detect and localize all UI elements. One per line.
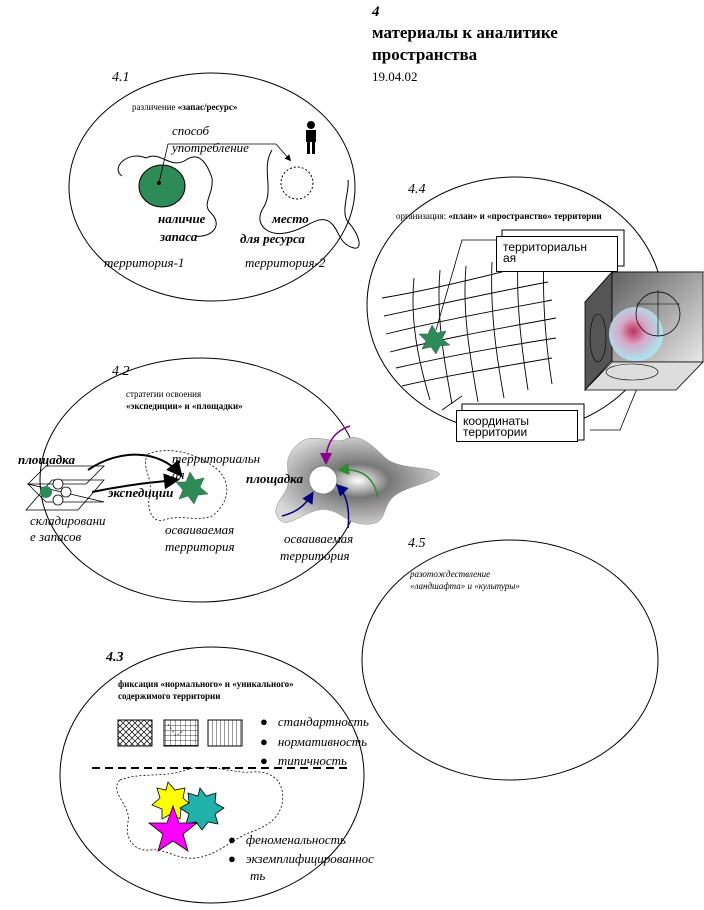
label-expedition: экспедиции [108,485,174,500]
section-4-1-title-plain: различение [132,102,176,112]
connector-bottom [441,395,463,411]
territorial-box-line1: территориальн [503,240,588,254]
label-usage-2: употребление [172,140,249,155]
label-territory2: территория-2 [245,255,326,270]
platform-white-circle [308,465,338,495]
connector-top [435,239,498,331]
territorial-star-4-2 [175,471,209,505]
circle-4-1 [68,72,356,302]
circle-4-5 [361,539,659,781]
bullet-typical-text: типичность [277,753,347,768]
arrow-navy-1 [281,491,314,517]
section-4-2 [25,357,441,603]
label-usage-1: способ [172,123,210,138]
section-4-1-number: 4.1 [112,70,130,85]
section-4-3-title-line2: содержимого территории [118,691,221,701]
label-storage-1: складировани [30,513,106,528]
unique-territory-dotted [116,766,284,859]
developed-territory-dotted [145,450,228,522]
space-cube [584,270,704,392]
bullet-normative: ●нормативность [260,734,368,749]
bullet-standard: ●стандартность [260,714,369,729]
section-4-4-number: 4.4 [408,182,426,197]
label-place-2: для ресурса [240,231,305,246]
territory2-boundary [259,149,360,249]
section-4-5-title-line2: «ландшафта» и «культуры» [410,581,520,591]
section-4-1-title: различение «запас/ресурс» [132,102,238,113]
star-magenta [147,804,199,852]
section-4-1-title-bold: «запас/ресурс» [177,102,238,112]
bullet-phenomenal-text: феноменальность [245,832,346,847]
label-developed-left-1: осваиваемая [165,522,235,537]
bullet-normative-text: нормативность [277,734,368,749]
label-stock-2: запаса [160,229,198,244]
person-icon [306,121,316,154]
resource-place-dotted [280,166,314,200]
label-stock-1: наличие [158,211,206,226]
label-territory1: территория-1 [104,255,185,270]
section-4-3-title-line1: фиксация «нормального» и «уникального» [118,679,294,689]
section-4-4-title: организация: «план» и «пространство» тер… [396,211,602,222]
expedition-arrow-2 [91,473,180,493]
section-4-5-number: 4.5 [408,536,426,551]
arrow-green [337,463,379,499]
territory1-boundary [117,155,217,237]
label-developed-right-2: территория [280,548,350,563]
section-4-4-title-plain: организация: [396,211,447,221]
section-4-2-title-line1: стратегии освоения [126,389,202,399]
expedition-arrow-1 [87,453,183,478]
pattern-grid [163,719,199,747]
page-title-line2: пространства [372,45,478,64]
page-title-line1: материалы к аналитике [372,23,558,42]
coordinate-grid [381,255,557,405]
pattern-lines [207,719,243,747]
bullet-exemplified-text: экземплифицированнос [245,851,374,866]
bullet-exemplified: ●экземплифицированнос [228,851,374,866]
page-number: 4 [372,4,380,20]
label-territorial-4-2: территориальн [172,451,261,466]
label-storage-2: е запасов [30,529,82,544]
territorial-star-4-4 [418,324,451,355]
circle-4-3 [59,646,365,904]
section-4-1 [68,72,360,302]
section-4-3 [59,646,365,904]
label-developed-left-2: территория [165,539,235,554]
territorial-box: территориальн ая [496,236,618,272]
coordinates-box: координаты территории [456,410,578,442]
bullet-standard-text: стандартность [277,714,369,729]
arrow-purple [320,425,351,465]
section-4-4-title-bold: «план» и «пространство» территории [448,211,602,221]
usage-connector [158,143,292,184]
bullet-typical: ●типичность [260,753,347,768]
section-4-2-title-line2: «экспедиции» и «площадки» [126,401,243,411]
section-4-5-title-line1: разотождествление [410,569,491,579]
page-date: 19.04.02 [372,69,418,84]
developed-territory-blob [275,437,441,525]
label-place-1: место [272,211,309,226]
label-platform-right: площадка [246,471,303,486]
star-teal [179,787,225,831]
territorial-box-line2: ая [503,251,517,265]
coordinates-box-line1: координаты [463,414,529,428]
stock-resource-ellipse [138,164,186,208]
section-4-3-number: 4.3 [106,650,124,665]
bullet-exemplified-cont: ть [250,868,265,884]
label-platform-left: площадка [18,452,75,467]
bullet-exemplified-cont-text: ть [250,868,266,883]
arrow-navy-2 [335,483,350,529]
pattern-crosshatch [117,719,153,747]
coordinates-box-line2: территории [463,425,528,439]
connector-cube [590,385,639,431]
label-territorial-4-2b: ая [172,467,185,482]
bullet-phenomenal: ●феноменальность [228,832,346,847]
section-4-2-number: 4.2 [112,364,130,379]
label-developed-right-1: осваиваемая [284,531,354,546]
storage-green-dot [40,486,52,498]
space-sphere [609,307,663,361]
